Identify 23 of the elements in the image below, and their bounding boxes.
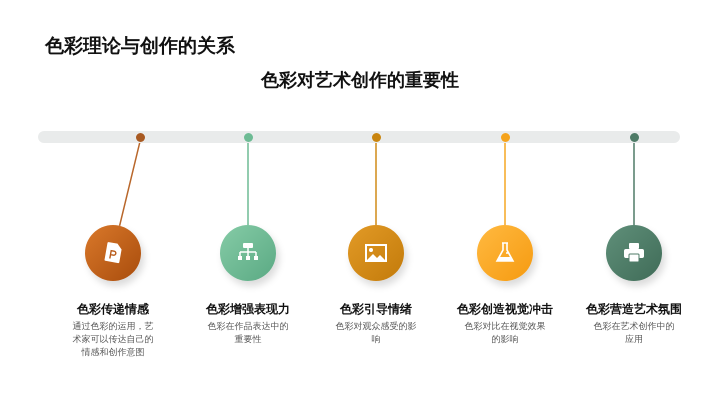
connector-line xyxy=(118,141,141,226)
step-description: 色彩对比在视觉效果的影响 xyxy=(464,321,546,347)
step-heading: 色彩增强表现力 xyxy=(206,301,290,318)
step-description: 色彩在艺术创作中的应用 xyxy=(592,321,676,347)
timeline-dot xyxy=(136,132,144,142)
step-heading: 色彩引导情绪 xyxy=(340,301,412,318)
step-heading: 色彩创造视觉冲击 xyxy=(457,301,553,318)
step-heading: 色彩传递情感 xyxy=(77,301,149,318)
slide-title: 色彩理论与创作的关系 xyxy=(45,34,235,59)
timeline-dot xyxy=(500,132,510,142)
timeline-dot xyxy=(244,132,252,142)
step-heading: 色彩营造艺术氛围 xyxy=(586,301,682,318)
step-description: 色彩在作品表达中的重要性 xyxy=(206,321,290,347)
connector-line xyxy=(633,142,635,225)
connector-line xyxy=(247,142,249,225)
timeline-dot xyxy=(372,132,380,142)
timeline-bar xyxy=(38,131,680,143)
step-description: 通过色彩的运用，艺术家可以传达自己的情感和创作意图 xyxy=(72,321,154,360)
connector-line xyxy=(504,142,506,225)
subtitle: 色彩对艺术创作的重要性 xyxy=(261,69,459,92)
timeline-dot xyxy=(630,132,638,142)
connector-line xyxy=(375,142,377,225)
step-description: 色彩对观众感受的影响 xyxy=(334,321,418,347)
